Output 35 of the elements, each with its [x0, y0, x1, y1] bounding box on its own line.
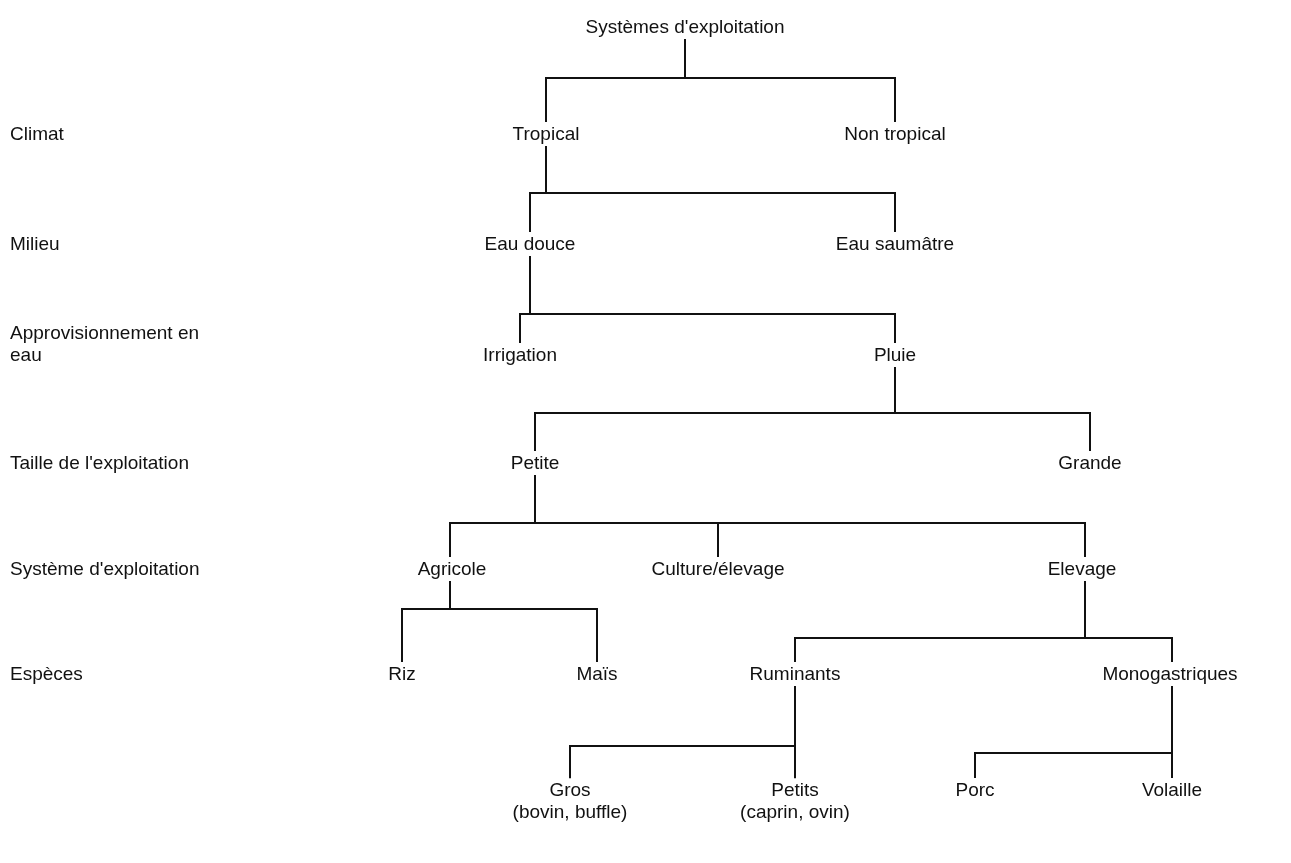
tree-connector: [894, 365, 1091, 453]
category-label: Ruminants: [749, 663, 841, 685]
level-label: Approvisionnement en eau: [10, 322, 201, 366]
category-label: Porc: [955, 779, 995, 801]
category-label: Irrigation: [483, 344, 557, 366]
level-label: Taille de l'exploitation: [10, 452, 189, 474]
category-label: Agricole: [417, 558, 487, 580]
category-label: Petits (caprin, ovin): [740, 779, 850, 823]
tree-connector: [534, 473, 1086, 559]
category-label: Tropical: [512, 123, 580, 145]
category-label: Gros (bovin, buffle): [512, 779, 628, 823]
category-label: Eau douce: [484, 233, 576, 255]
category-label: Culture/élevage: [651, 558, 785, 580]
level-label: Climat: [10, 123, 64, 145]
category-label: Maïs: [576, 663, 618, 685]
category-label: Monogastriques: [1102, 663, 1238, 685]
level-label: Système d'exploitation: [10, 558, 200, 580]
level-label: Espèces: [10, 663, 83, 685]
category-label: Grande: [1058, 452, 1122, 474]
tree-connector: [529, 254, 896, 345]
tree-connector: [684, 37, 896, 124]
level-label: Milieu: [10, 233, 60, 255]
category-label: Elevage: [1047, 558, 1117, 580]
category-label: Eau saumâtre: [835, 233, 955, 255]
tree-connector: [794, 684, 796, 780]
category-label: Systèmes d'exploitation: [585, 16, 785, 38]
tree-connector: [1084, 579, 1173, 664]
tree-connector: [449, 579, 598, 664]
category-label: Volaille: [1141, 779, 1203, 801]
category-label: Riz: [388, 663, 416, 685]
tree-connector: [1171, 684, 1173, 780]
category-label: Petite: [510, 452, 560, 474]
category-label: Pluie: [873, 344, 917, 366]
tree-connector: [545, 144, 896, 234]
category-label: Non tropical: [844, 123, 946, 145]
